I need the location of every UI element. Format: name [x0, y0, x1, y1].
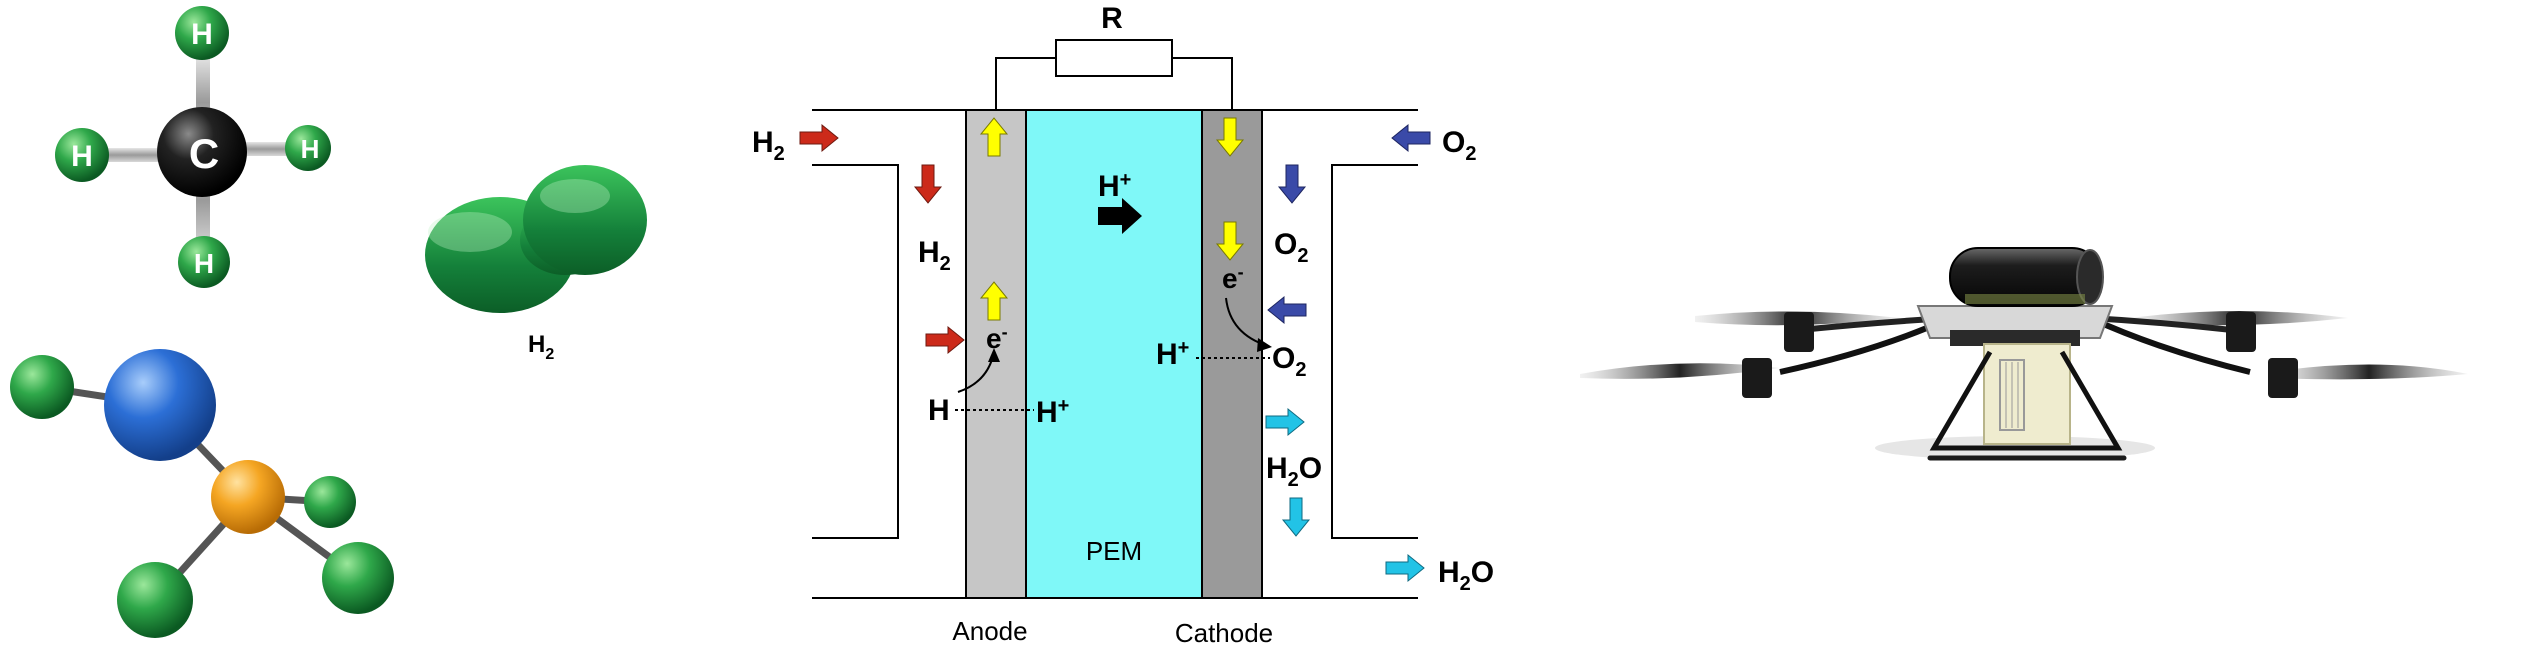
h2-sphere-right	[523, 165, 647, 275]
h2-to-anode-arrow	[925, 325, 965, 355]
o2-channel-label: O2	[1274, 228, 1308, 267]
electron-curve-anode-head	[988, 348, 1000, 362]
h2-inlet-arrow	[799, 123, 839, 153]
proton-pem-label: H+	[1098, 169, 1131, 203]
atom-label-carbon: C	[189, 130, 219, 177]
orange-atom	[211, 460, 285, 534]
h2-highlight-left	[428, 212, 512, 252]
water-right-arrow	[1265, 407, 1305, 437]
cathode-label: Cathode	[1175, 618, 1273, 648]
water-channel-label: H2O	[1266, 452, 1322, 491]
motor-right-rear	[2268, 358, 2298, 398]
drone-image	[1580, 247, 2468, 461]
hydrogen-atom-top	[175, 6, 229, 60]
h2-down-arrow	[913, 164, 943, 204]
o2-reaction-label: O2	[1272, 342, 1306, 381]
o2-inlet-label: O2	[1442, 126, 1476, 165]
water-outlet-label: H2O	[1438, 556, 1494, 595]
proton-flow-arrow	[1098, 198, 1142, 234]
landing-gear-right	[2004, 350, 2123, 451]
carbon-atom	[157, 107, 247, 197]
electron-up-arrow-anode	[979, 281, 1009, 321]
proton-anode-label: H+	[1036, 395, 1069, 429]
arm-right-rear	[2088, 315, 2251, 375]
hydrogen-atom-label: H	[928, 394, 950, 427]
propeller-right-rear	[2270, 364, 2468, 380]
drone-body-base	[1950, 330, 2080, 346]
motor-left-rear	[1742, 358, 1772, 398]
outer-atom-2	[304, 476, 356, 528]
pem-layer	[1025, 109, 1203, 599]
outer-atom-4	[322, 542, 394, 614]
water-down-arrow	[1281, 497, 1311, 537]
circuit-wire-right	[1172, 57, 1233, 110]
pem-label: PEM	[1086, 536, 1142, 566]
hydrogen-atom-left	[55, 128, 109, 182]
outer-atom-3	[117, 562, 193, 638]
atom-label-right: H	[301, 134, 320, 164]
electron-anode-label: e-	[986, 322, 1008, 354]
water-outlet-arrow	[1385, 553, 1425, 583]
hydrogen-atom-bottom	[178, 236, 230, 288]
atom-label-left: H	[71, 140, 93, 173]
circuit-wire-left	[995, 57, 1056, 110]
cathode-channel-inner	[1331, 164, 1418, 539]
tank-strap	[1965, 294, 2085, 304]
h2-inlet-label: H2	[752, 126, 785, 165]
tank-end-cap	[2076, 249, 2104, 305]
hydrogen-molecule: H2	[425, 165, 647, 363]
h2-channel-label: H2	[918, 236, 951, 275]
fuel-cell-diagram: R H2 H2 e- H H+ H+ PEM e- H+	[752, 2, 1494, 648]
methane-molecule: H H H H C	[55, 6, 331, 288]
propeller-left-rear	[1580, 363, 1780, 379]
blue-atom	[104, 349, 216, 461]
load-resistor	[1055, 39, 1173, 77]
resistor-label: R	[1101, 2, 1123, 35]
electron-curve-cathode-head	[1257, 338, 1272, 352]
anode-channel-inner	[812, 164, 899, 539]
cathode-layer	[1201, 109, 1263, 599]
electron-down-arrow-cathode	[1215, 221, 1245, 261]
h2-highlight-right	[540, 179, 610, 213]
fuel-cell-box	[1983, 343, 2071, 445]
electron-down-arrow-top	[1215, 117, 1245, 157]
tetrahedral-molecule	[10, 349, 394, 638]
fuel-cell-grille	[1999, 359, 2025, 431]
motor-right-front	[2226, 312, 2256, 352]
electron-up-arrow-top	[979, 117, 1009, 157]
h2-molecule-label: H2	[528, 331, 554, 363]
atom-label-top: H	[191, 18, 213, 51]
outer-atom-1	[10, 355, 74, 419]
proton-cathode-label: H+	[1156, 337, 1189, 371]
electron-cathode-label: e-	[1222, 262, 1244, 294]
motor-left-front	[1784, 312, 1814, 352]
o2-down-arrow	[1277, 164, 1307, 204]
o2-inlet-arrow	[1391, 123, 1431, 153]
hydrogen-atom-right	[285, 125, 331, 171]
o2-to-cathode-arrow	[1267, 295, 1307, 325]
anode-label: Anode	[952, 616, 1027, 646]
atom-label-bottom: H	[194, 248, 214, 279]
